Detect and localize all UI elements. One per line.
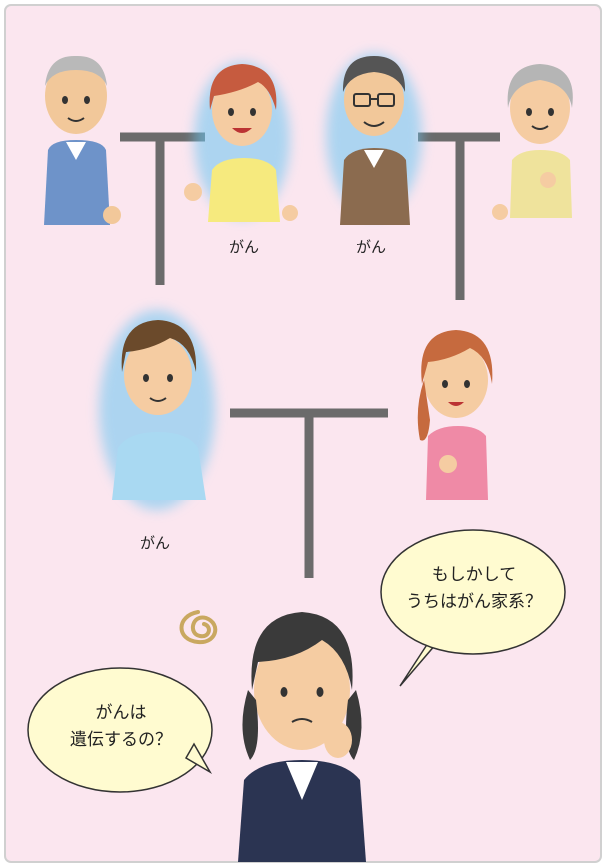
- worry-swirl-icon: [179, 610, 218, 645]
- left-bubble-line-2: 遺伝するの？: [70, 730, 172, 750]
- mother-figure: [417, 330, 493, 500]
- paternal-grandfather-figure: [44, 55, 121, 225]
- left-bubble-line-1: がんは: [95, 703, 147, 723]
- speech-bubble-right: [380, 529, 566, 687]
- father-figure: [99, 310, 215, 510]
- right-bubble-line-1: もしかして: [431, 565, 517, 585]
- maternal-grandmother-figure: [492, 64, 573, 220]
- left-bubble-text: がんは 遺伝するの？: [40, 700, 202, 754]
- grandfather-cancer-label: がん: [356, 238, 387, 256]
- grandmother-cancer-label: がん: [229, 238, 260, 256]
- daughter-figure: [238, 612, 366, 862]
- right-bubble-line-2: うちはがん家系？: [406, 592, 542, 612]
- paternal-grandmother-figure: [184, 62, 298, 222]
- father-cancer-label: がん: [140, 534, 171, 552]
- speech-bubble-left: [27, 667, 213, 793]
- family-connectors: [120, 132, 500, 578]
- maternal-grandfather-figure: [326, 53, 422, 225]
- right-bubble-text: もしかして うちはがん家系？: [396, 562, 552, 616]
